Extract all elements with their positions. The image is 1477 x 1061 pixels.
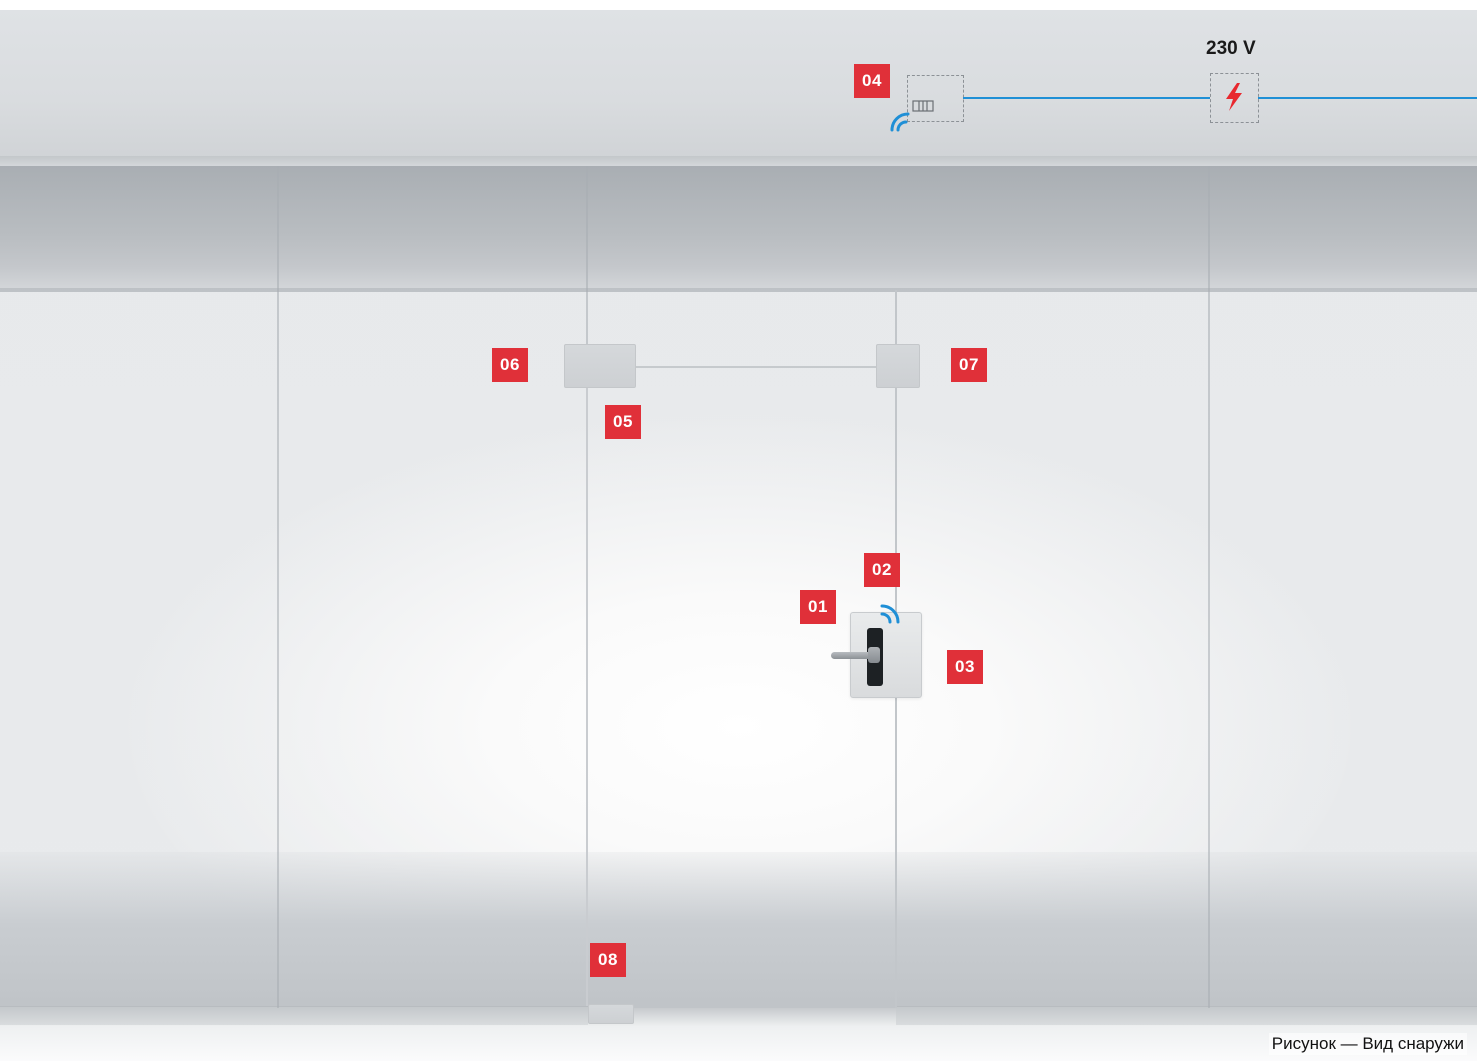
figure-caption: Рисунок — Вид снаружи [1269, 1033, 1467, 1055]
power-wire [1258, 97, 1477, 99]
glass-panel-joint [1208, 166, 1210, 1008]
top-margin [0, 0, 1477, 10]
floor-channel-right [896, 1006, 1477, 1025]
wireless-signal-icon [876, 600, 906, 634]
gateway-device-icon [912, 100, 934, 112]
callout-04: 04 [854, 64, 890, 98]
glass-panel-joint [277, 166, 279, 1008]
glass-wall-lower-band [0, 852, 1477, 1012]
floor-channel-left [0, 1006, 588, 1025]
callout-03: 03 [947, 650, 983, 684]
top-pivot-fitting [564, 344, 636, 388]
callout-05: 05 [605, 405, 641, 439]
top-strike-fitting [876, 344, 920, 388]
door-hinge-edge [586, 366, 588, 1006]
voltage-label: 230 V [1206, 38, 1256, 60]
glass-panel-joint [586, 166, 588, 366]
gateway-box [907, 75, 964, 122]
callout-01: 01 [800, 590, 836, 624]
callout-02: 02 [864, 553, 900, 587]
bottom-pivot-fitting [588, 1004, 634, 1024]
wireless-signal-icon [886, 110, 914, 144]
callout-06: 06 [492, 348, 528, 382]
power-wire [963, 97, 1210, 99]
callout-07: 07 [951, 348, 987, 382]
lightning-bolt-icon [1222, 82, 1246, 112]
glass-wall-upper-band [0, 166, 1477, 292]
ceiling-edge [0, 156, 1477, 166]
handle-rose [868, 647, 880, 663]
callout-08: 08 [590, 943, 626, 977]
